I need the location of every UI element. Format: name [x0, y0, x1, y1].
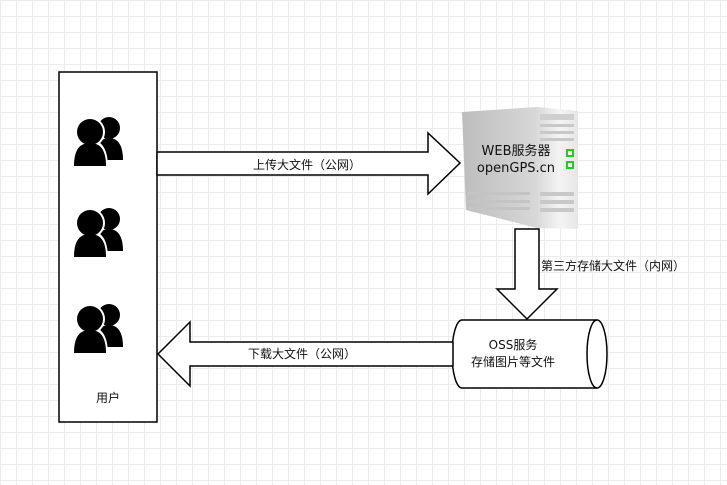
- upload-arrow: 上传大文件（公网）: [156, 131, 462, 196]
- internal-arrow-label: 第三方存储大文件（内网）: [541, 258, 685, 273]
- oss-title: OSS服务: [489, 337, 538, 352]
- oss-subtitle: 存储图片等文件: [471, 354, 555, 369]
- internal-arrow: 第三方存储大文件（内网）: [495, 228, 685, 321]
- server-title: WEB服务器: [482, 143, 551, 159]
- server-led: [566, 149, 574, 157]
- download-arrow-label: 下载大文件（公网）: [248, 346, 356, 361]
- server-led: [566, 161, 574, 169]
- upload-arrow-label: 上传大文件（公网）: [253, 157, 361, 172]
- download-arrow: 下载大文件（公网）: [156, 320, 454, 388]
- server-icon: WEB服务器 openGPS.cn: [462, 107, 578, 229]
- server-domain: openGPS.cn: [477, 161, 555, 176]
- cylinder-storage-icon: OSS服务 存储图片等文件: [451, 319, 608, 389]
- users-label: 用户: [96, 390, 120, 405]
- users-box: 用户: [58, 71, 158, 423]
